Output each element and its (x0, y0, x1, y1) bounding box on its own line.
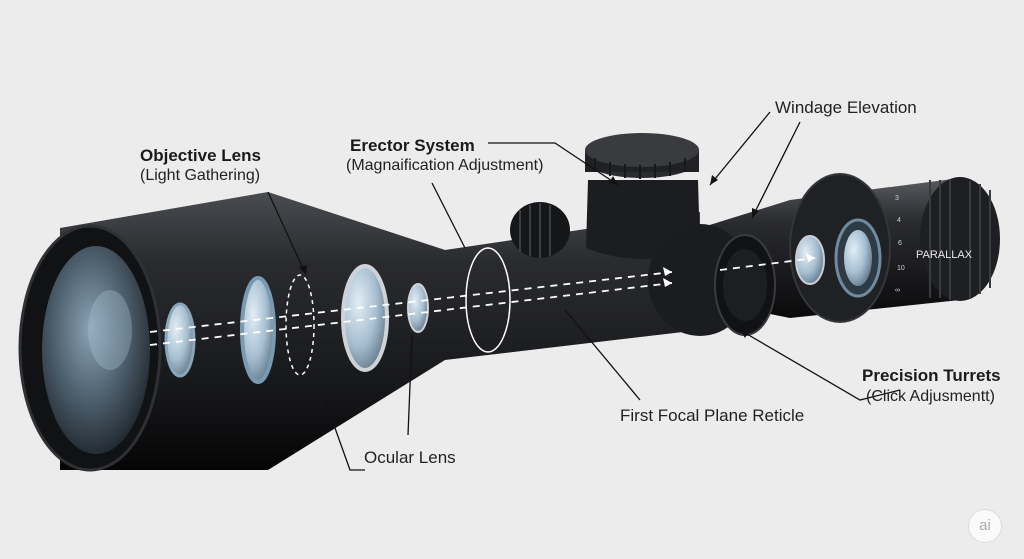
magnification-ring (510, 202, 570, 258)
svg-text:6: 6 (898, 240, 902, 247)
svg-text:4: 4 (897, 217, 901, 224)
windage-turret (648, 224, 776, 336)
parallax-scale-marks: 3 4 6 10 ∞ (895, 195, 905, 294)
erector-system-subtitle: (Magnaification Adjustment) (346, 157, 544, 174)
internal-lenses (164, 247, 511, 384)
light-path (149, 257, 816, 346)
windage-elevation-label: Windage Elevation (775, 98, 917, 117)
ocular-lens-label: Ocular Lens (364, 448, 456, 467)
precision-turrets-subtitle: (Click Adjusmentt) (866, 388, 995, 405)
svg-text:10: 10 (897, 265, 905, 272)
parallax-label: PARALLAX (916, 249, 973, 261)
leader-lines (267, 111, 901, 471)
reticle-label: First Focal Plane Reticle (620, 406, 805, 425)
svg-text:3: 3 (895, 195, 899, 202)
erector-system-title: Erector System (350, 136, 475, 155)
leader-arrowheads (299, 175, 759, 338)
objective-lens-subtitle: (Light Gathering) (140, 167, 261, 184)
objective-lens-title: Objective Lens (140, 146, 261, 165)
svg-text:∞: ∞ (895, 287, 900, 294)
watermark-badge: ai (968, 509, 1002, 543)
precision-turrets-title: Precision Turrets (862, 366, 1001, 385)
light-path-arrows (663, 253, 815, 287)
